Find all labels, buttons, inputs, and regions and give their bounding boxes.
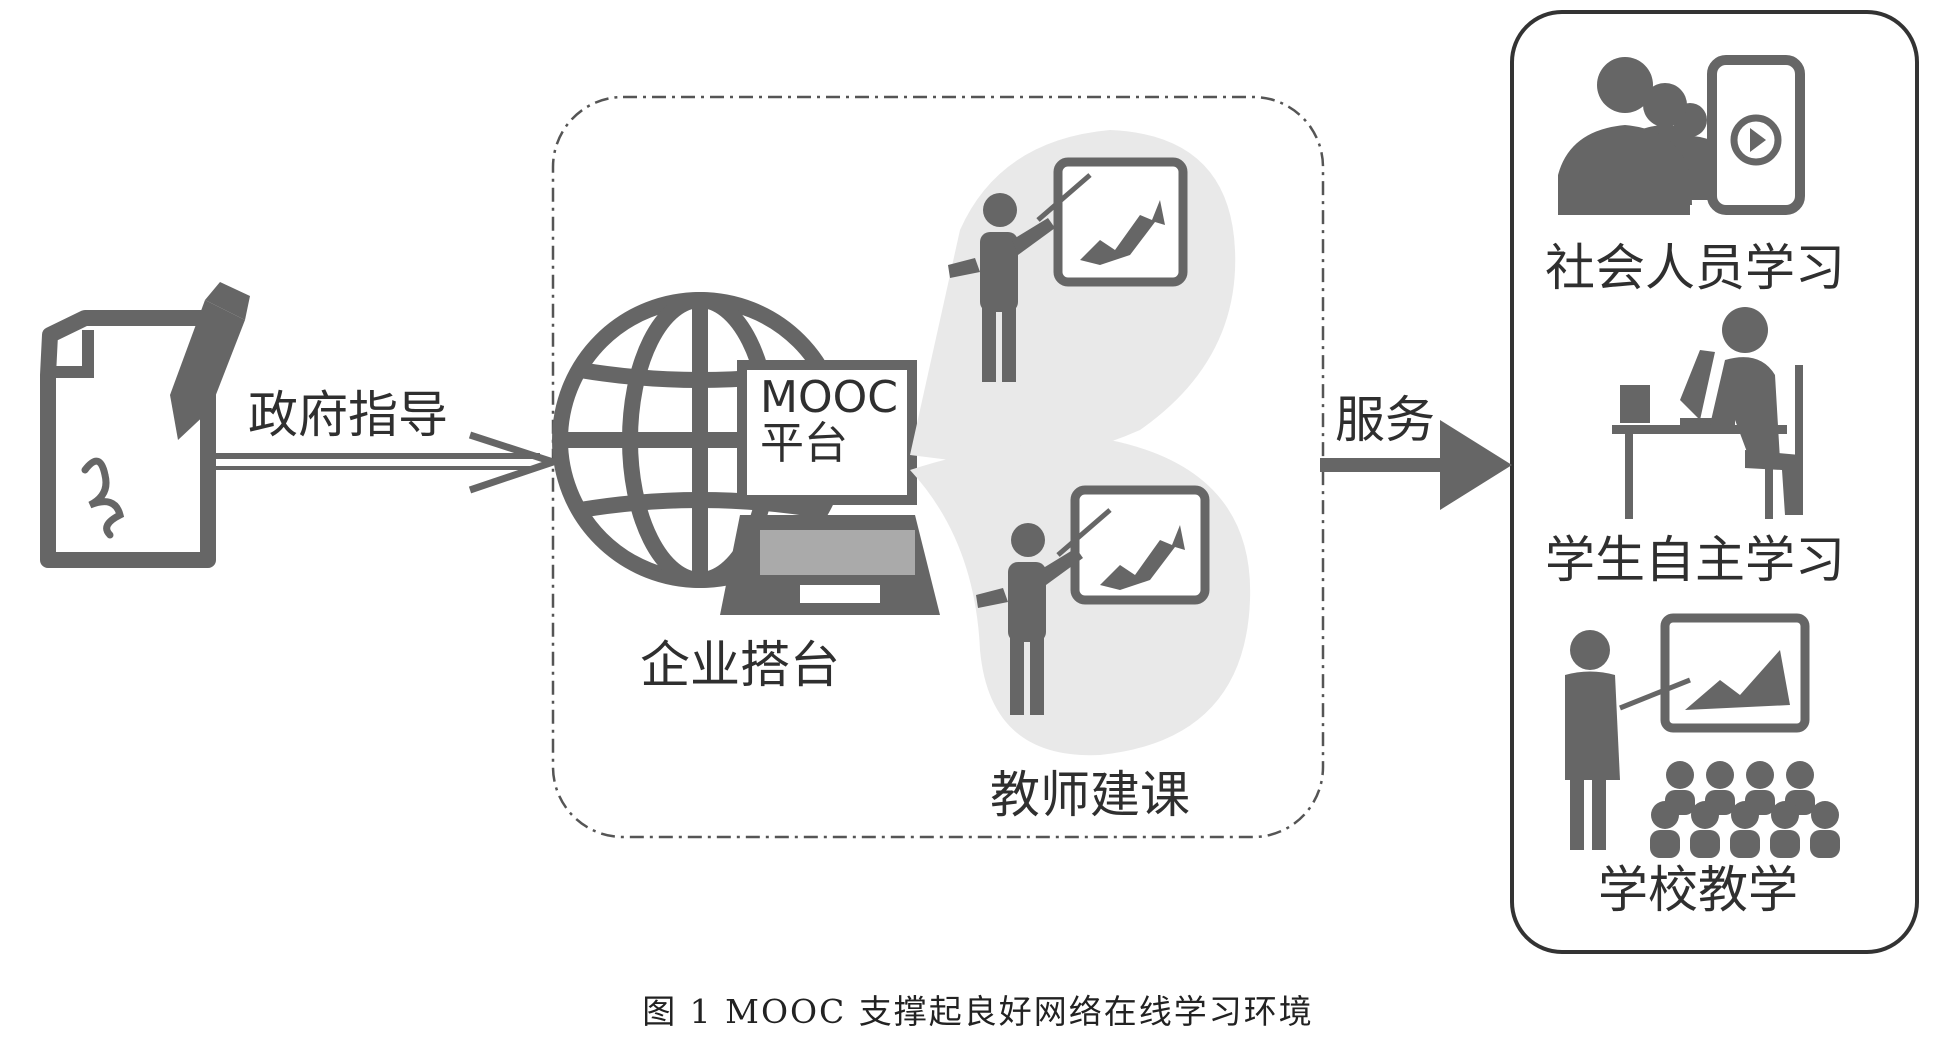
label-gov-guidance: 政府指导 xyxy=(248,386,448,444)
label-school-teaching: 学校教学 xyxy=(1598,861,1798,919)
classroom-icon xyxy=(1565,613,1840,858)
label-teacher: 教师建课 xyxy=(990,766,1190,824)
service-arrow xyxy=(1320,420,1512,510)
gov-arrow xyxy=(205,431,557,494)
label-social-learning: 社会人员学习 xyxy=(1545,239,1845,297)
student-desk-icon xyxy=(1612,307,1803,519)
label-service: 服务 xyxy=(1335,391,1435,449)
label-mooc-platform: MOOC 平台 xyxy=(760,372,898,470)
laptop-icon xyxy=(720,360,940,615)
teacher-presentation-icon-2 xyxy=(976,485,1210,715)
figure-caption: 图 1 MOOC 支撑起良好网络在线学习环境 xyxy=(642,992,1314,1031)
people-phone-icon xyxy=(1558,55,1805,215)
label-enterprise: 企业搭台 xyxy=(640,636,840,694)
label-student-learning: 学生自主学习 xyxy=(1545,531,1845,589)
document-signing-icon xyxy=(40,282,250,568)
services-panel xyxy=(1510,10,1919,954)
teacher-presentation-icon xyxy=(948,157,1188,382)
